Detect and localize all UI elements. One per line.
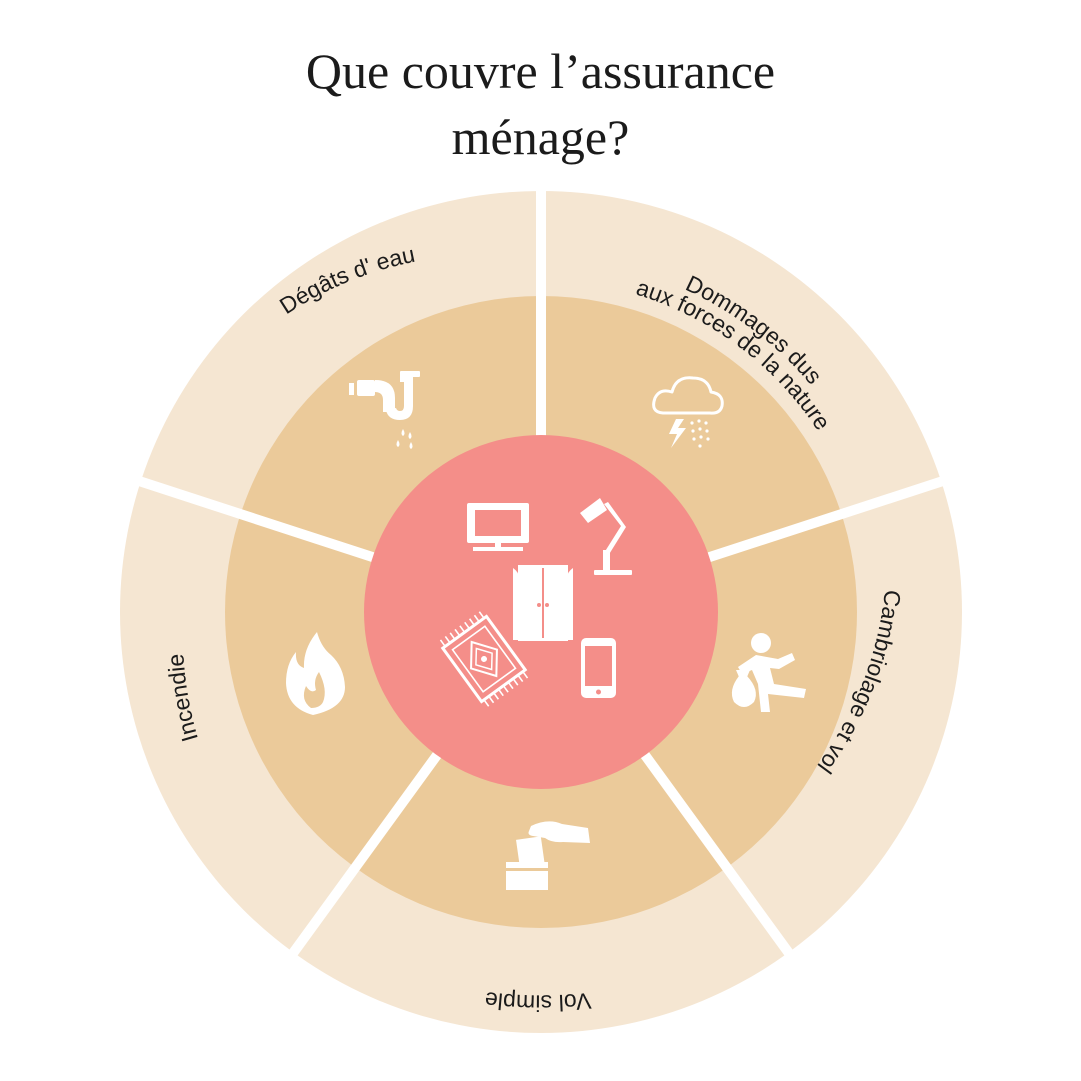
hand-taking-wallet-icon — [506, 821, 590, 890]
smartphone-icon — [581, 638, 616, 698]
desk-lamp-icon — [580, 498, 632, 575]
title-line-2: ménage? — [451, 109, 630, 165]
rug-icon — [439, 611, 529, 707]
page-title: Que couvre l’assurance ménage? — [0, 38, 1081, 170]
burglar-icon — [731, 633, 806, 712]
pipe-leak-icon — [349, 371, 420, 449]
tv-icon — [467, 503, 529, 551]
storm-cloud-icon — [652, 376, 724, 448]
title-line-1: Que couvre l’assurance — [305, 43, 776, 99]
segment-label-vol-simple: Vol simple — [483, 987, 592, 1016]
fire-icon — [286, 632, 345, 715]
wardrobe-icon — [513, 565, 573, 641]
